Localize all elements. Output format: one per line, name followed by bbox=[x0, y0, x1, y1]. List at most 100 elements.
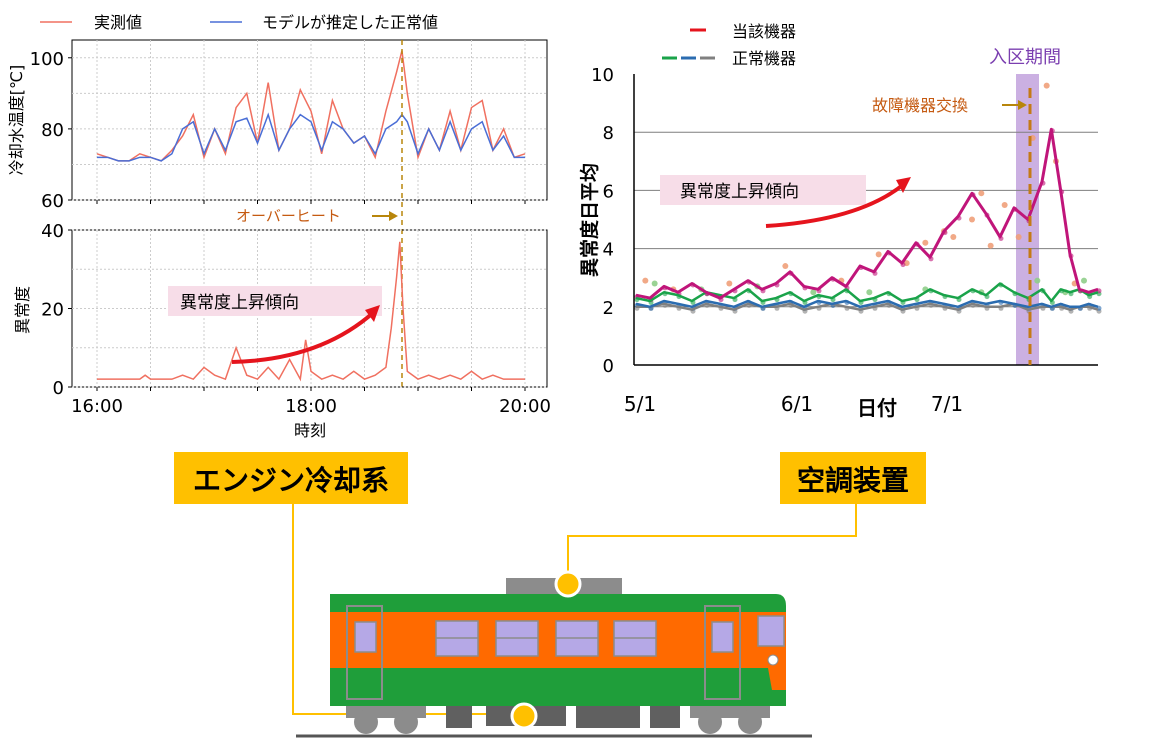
anomaly-x-tick-label: 16:00 bbox=[71, 396, 123, 417]
ac-x-ticks: 5/1 6/1 7/1 bbox=[624, 392, 963, 416]
anomaly-x-axis-label: 時刻 bbox=[294, 421, 326, 440]
temperature-series-line bbox=[96, 50, 526, 162]
underfloor-equipment bbox=[446, 706, 472, 728]
callout-engine-system bbox=[174, 452, 408, 504]
temperature-series-line bbox=[97, 112, 525, 162]
train-door-left bbox=[346, 605, 383, 700]
trend-arrow-left-head bbox=[365, 305, 380, 322]
temperature-y-ticks: 60 80 100 bbox=[30, 49, 72, 212]
callout-engine-system-label: エンジン冷却系 bbox=[193, 464, 389, 497]
overheat-arrow-head bbox=[389, 211, 398, 221]
ac-scatter-point bbox=[978, 190, 985, 197]
trend-arrow-right bbox=[765, 182, 906, 228]
legend-label-target: 当該機器 bbox=[732, 22, 796, 41]
ac-series-line bbox=[636, 302, 1099, 311]
sensor-point-air-conditioner bbox=[554, 570, 582, 598]
temperature-y-axis-label: 冷却水温度[℃] bbox=[7, 65, 26, 175]
ac-scatter-point bbox=[1043, 82, 1050, 89]
anomaly-y-tick-label: 0 bbox=[53, 378, 64, 399]
ac-scatter-point bbox=[782, 263, 789, 270]
anomaly-x-ticks: 16:00 18:00 20:00 bbox=[71, 387, 551, 417]
ac-series-line bbox=[635, 127, 1099, 300]
ac-scatter-point bbox=[1034, 277, 1041, 284]
train-wheel bbox=[354, 710, 378, 734]
ac-series-line bbox=[635, 299, 1099, 309]
anomaly-y-tick-label: 20 bbox=[41, 300, 64, 321]
temperature-y-tick-label: 100 bbox=[30, 49, 64, 70]
ac-scatter-point bbox=[1001, 201, 1008, 208]
ac-scatter-point bbox=[866, 289, 873, 296]
ac-scatter-point bbox=[950, 233, 957, 240]
ac-scatter-point bbox=[875, 251, 882, 258]
anomaly-series-line bbox=[97, 241, 525, 382]
train-wheel bbox=[394, 710, 418, 734]
replacement-label: 故障機器交換 bbox=[872, 96, 968, 115]
trend-label-right: 異常度上昇傾向 bbox=[680, 182, 799, 202]
trend-arrow-left bbox=[231, 310, 376, 364]
ac-series bbox=[635, 127, 1099, 311]
ac-scatter-point bbox=[651, 280, 658, 287]
ac-scatter-point bbox=[1081, 277, 1087, 284]
trend-label-box-right bbox=[660, 175, 866, 205]
legend-label-normal: モデルが推定した正常値 bbox=[262, 13, 438, 32]
legend-label-normal-devices: 正常機器 bbox=[732, 49, 796, 68]
ac-scatter-point bbox=[969, 216, 975, 223]
ac-y-tick-label: 8 bbox=[603, 123, 614, 144]
anomaly-y-tick-label: 40 bbox=[41, 221, 64, 242]
temperature-y-tick-label: 80 bbox=[41, 120, 64, 141]
ac-y-tick-label: 6 bbox=[603, 181, 614, 202]
ac-x-tick-label: 7/1 bbox=[931, 392, 963, 416]
callout-air-conditioner-label: 空調装置 bbox=[797, 464, 909, 497]
ac-scatter-point bbox=[642, 277, 649, 284]
connector-engine bbox=[292, 504, 522, 715]
temperature-y-tick-label: 60 bbox=[41, 191, 64, 212]
ac-series-line bbox=[635, 282, 1099, 303]
underfloor-equipment bbox=[650, 706, 680, 728]
anomaly-y-ticks: 0 20 40 bbox=[41, 221, 72, 399]
anomaly-series bbox=[97, 241, 525, 382]
ac-x-tick-label: 5/1 bbox=[624, 392, 656, 416]
train-window-door-right bbox=[711, 621, 734, 653]
anomaly-x-tick-label: 20:00 bbox=[499, 396, 551, 417]
underfloor-equipment bbox=[576, 706, 640, 728]
train-headlight bbox=[767, 654, 779, 666]
connector-air-conditioner bbox=[567, 504, 857, 582]
ac-y-tick-label: 2 bbox=[603, 298, 614, 319]
ac-y-axis-label: 異常度日平均 bbox=[578, 163, 601, 277]
train-illustration bbox=[296, 578, 812, 738]
train-wheel bbox=[738, 710, 762, 734]
ac-y-tick-label: 10 bbox=[591, 65, 614, 86]
callout-air-conditioner bbox=[780, 452, 926, 504]
overheat-label: オーバーヒート bbox=[236, 207, 341, 225]
trend-label-box-left bbox=[168, 286, 382, 316]
legend-label-measured: 実測値 bbox=[94, 13, 142, 32]
train-window-door-left bbox=[354, 621, 377, 653]
ac-y-tick-label: 0 bbox=[603, 356, 614, 377]
ac-scatter-point bbox=[987, 242, 994, 249]
temperature-grid bbox=[72, 40, 547, 201]
ac-y-tick-label: 4 bbox=[603, 240, 614, 261]
sensor-point-engine bbox=[510, 702, 538, 730]
temperature-x-ticks bbox=[96, 200, 526, 204]
train-door-right bbox=[704, 605, 741, 700]
replacement-arrow-head bbox=[1018, 100, 1027, 110]
temperature-series bbox=[96, 50, 526, 162]
depot-period-label: 入区期間 bbox=[989, 47, 1061, 68]
train-cab-window bbox=[757, 615, 785, 647]
ac-y-ticks: 0 2 4 6 8 10 bbox=[591, 65, 614, 377]
ac-x-axis-label: 日付 bbox=[857, 396, 897, 420]
temperature-chart: 実測値 モデルが推定した正常値 60 80 100 冷却水温度[℃] bbox=[7, 13, 548, 212]
anomaly-x-tick-label: 18:00 bbox=[285, 396, 337, 417]
ac-scatter-point bbox=[726, 280, 733, 287]
ac-x-tick-label: 6/1 bbox=[781, 392, 813, 416]
ac-scatter-point bbox=[1015, 233, 1022, 240]
train-wheel bbox=[698, 710, 722, 734]
train-front-stripe bbox=[768, 668, 786, 690]
trend-label-left: 異常度上昇傾向 bbox=[180, 293, 299, 313]
ac-scatter-point bbox=[922, 239, 929, 246]
ac-scatter-point bbox=[810, 289, 817, 296]
trend-arrow-right-head bbox=[896, 177, 911, 193]
